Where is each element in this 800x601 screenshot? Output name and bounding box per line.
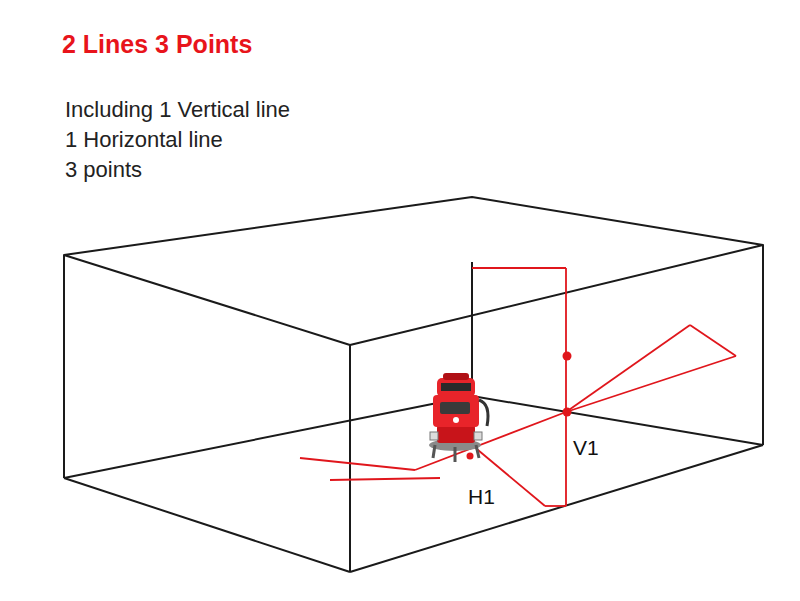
- feature-text: Including 1 Vertical line: [65, 97, 290, 122]
- feature-text: 3 points: [65, 157, 142, 182]
- callout-label: H1: [466, 485, 497, 509]
- laser-level: [429, 373, 488, 462]
- feature-text: 1 Horizontal line: [65, 127, 223, 152]
- callout-label: V1: [571, 436, 601, 460]
- heading: 2 Lines 3 Points: [62, 30, 252, 59]
